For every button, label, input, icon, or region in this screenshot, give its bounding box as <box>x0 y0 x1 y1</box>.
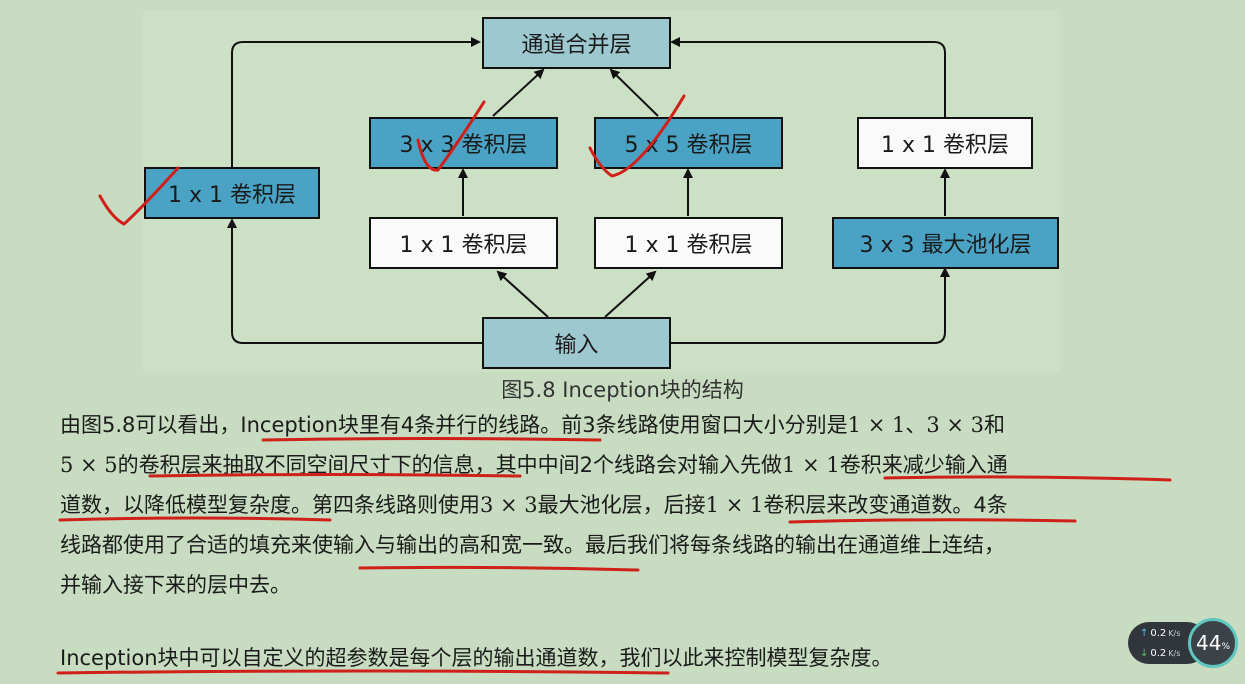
arrow-branch2-to-merge <box>492 68 545 117</box>
figure-caption: 图5.8 Inception块的结构 <box>501 378 744 402</box>
arrow-branch3-to-merge <box>609 68 659 117</box>
arrow-input-to-branch3 <box>604 270 657 318</box>
paragraph-1: 由图5.8可以看出，Inception块里有4条并行的线路。前3条线路使用窗口大… <box>60 405 1160 605</box>
diagram-panel: 通道合并层 1 x 1 卷积层 3 x 3 卷积层 5 x 5 卷积层 1 x … <box>143 10 1060 372</box>
node-branch4-conv1: 1 x 1 卷积层 <box>857 117 1033 169</box>
node-merge: 通道合并层 <box>482 17 671 69</box>
arrow-input-to-branch1 <box>227 218 482 344</box>
download-arrow-icon: ↓ <box>1140 648 1149 659</box>
node-input: 输入 <box>482 317 671 369</box>
node-branch3-conv5: 5 x 5 卷积层 <box>594 117 783 169</box>
node-branch4-pool: 3 x 3 最大池化层 <box>832 217 1059 269</box>
paragraph-1-line-2: 5 × 5的卷积层来抽取不同空间尺寸下的信息，其中中间2个线路会对输入先做1 ×… <box>60 453 1008 477</box>
paragraph-2: Inception块中可以自定义的超参数是每个层的输出通道数，我们以此来控制模型… <box>60 646 893 670</box>
arrow-input-to-branch4 <box>670 267 950 344</box>
arrow-input-to-branch2 <box>496 270 549 318</box>
paragraph-1-line-4: 线路都使用了合适的填充来使输入与输出的高和宽一致。最后我们将每条线路的输出在通道… <box>60 533 1005 557</box>
node-branch2-conv1: 1 x 1 卷积层 <box>369 217 558 269</box>
node-branch2-conv3: 3 x 3 卷积层 <box>369 117 558 169</box>
paragraph-1-line-3: 道数，以降低模型复杂度。第四条线路则使用3 × 3最大池化层，后接1 × 1卷积… <box>60 493 1008 517</box>
arrow-branch4-to-merge <box>670 37 946 117</box>
paragraph-1-line-5: 并输入接下来的层中去。 <box>60 573 291 597</box>
node-branch3-conv1: 1 x 1 卷积层 <box>594 217 783 269</box>
arrow-branch1-to-merge <box>231 37 481 167</box>
cpu-usage-circle: 44% <box>1188 618 1238 668</box>
node-branch1-conv1: 1 x 1 卷积层 <box>144 167 320 219</box>
upload-arrow-icon: ↑ <box>1140 628 1149 639</box>
paragraph-1-line-1: 由图5.8可以看出，Inception块里有4条并行的线路。前3条线路使用窗口大… <box>60 413 1005 437</box>
